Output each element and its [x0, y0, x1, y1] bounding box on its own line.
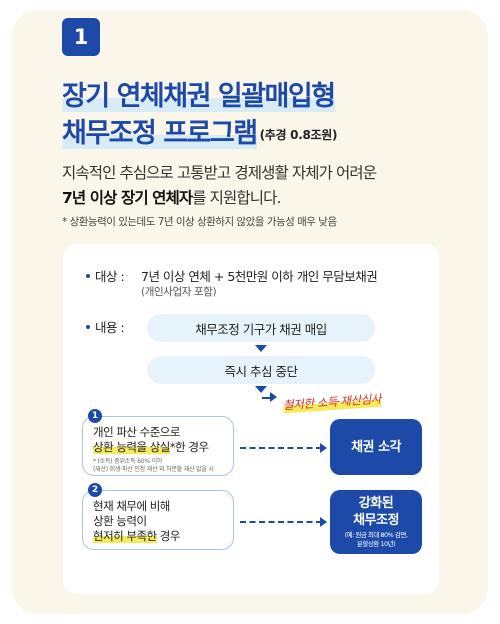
case-1-dashed-connector — [240, 447, 322, 449]
description-line-1: 지속적인 추심으로 고통받고 경제생활 자체가 어려운 — [62, 164, 377, 182]
case-1-line-1: 개인 파산 수준으로 — [93, 425, 180, 439]
result-2-sub-1: (예: 원금 최대 80% 감면, — [344, 531, 408, 539]
target-label: 대상 : — [95, 269, 125, 284]
case-1-fine-1: * (소득) 중위소득 60% 이하 — [93, 458, 163, 465]
bullet-target — [86, 274, 90, 278]
arrow-right-small-icon — [270, 392, 277, 402]
title-budget: (추경 0.8조원) — [259, 128, 338, 142]
section-number-badge: 1 — [62, 18, 100, 56]
step-stop-collection-pill: 즉시 추심 중단 — [147, 356, 375, 384]
arrow-right-icon-2 — [320, 517, 327, 527]
description-rest: 를 지원합니다. — [192, 189, 281, 207]
case-2-line-3: 현저히 부족한 경우 — [93, 529, 223, 544]
note-connector — [262, 397, 272, 399]
bullet-content — [86, 325, 90, 329]
case-2-box: 현재 채무에 비해 상환 능력이 현저히 부족한 경우 — [82, 490, 234, 550]
title-line-2-text: 채무조정 프로그램 — [62, 118, 258, 149]
case-2-highlight: 현저히 부족한 — [93, 529, 157, 543]
case-1-fine-2: (재산) 회생·파산 인정 재산 외 처분할 재산 없을 시 — [93, 466, 214, 473]
content-label: 내용 : — [95, 320, 125, 335]
case-2-line-1: 현재 채무에 비해 — [93, 499, 170, 513]
title-line-1-text: 장기 연체채권 일괄매입형 — [62, 81, 336, 112]
case-2-line-2: 상환 능력이 — [93, 514, 147, 528]
description-bold: 7년 이상 장기 연체자 — [62, 189, 193, 207]
case-2-rest: 경우 — [156, 529, 181, 543]
case-1-number-badge: 1 — [88, 409, 102, 423]
result-debt-cancellation: 채권 소각 — [330, 419, 422, 475]
case-1-highlight: 상환 능력을 상실 — [93, 440, 170, 454]
step-purchase-pill: 채무조정 기구가 채권 매입 — [147, 314, 375, 342]
title-line-1: 장기 연체채권 일괄매입형 — [62, 74, 336, 113]
case-1-box: 개인 파산 수준으로 상환 능력을 상실*한 경우 * (소득) 중위소득 60… — [82, 416, 234, 476]
title-line-2: 채무조정 프로그램(추경 0.8조원) — [62, 111, 338, 150]
case-2-dashed-connector — [240, 521, 322, 523]
arrow-right-icon-1 — [320, 443, 327, 453]
target-text: 7년 이상 연체 + 5천만원 이하 개인 무담보채권 — [141, 269, 378, 284]
description-line-2: 7년 이상 장기 연체자를 지원합니다. — [62, 186, 281, 208]
footnote: * 상환능력이 있는데도 7년 이상 상환하지 않았을 가능성 매우 낮음 — [62, 216, 337, 228]
result-2-line-1: 강화된 — [358, 496, 394, 511]
result-enhanced-adjustment: 강화된 채무조정 (예: 원금 최대 80% 감면, 분할상환 10년) — [330, 490, 422, 554]
arrow-down-icon-2 — [255, 386, 267, 393]
result-2-sub-2: 분할상환 10년) — [356, 540, 396, 548]
target-sub: (개인사업자 포함) — [141, 286, 217, 298]
case-1-line-2: 상환 능력을 상실*한 경우 — [93, 440, 223, 455]
result-1-label: 채권 소각 — [351, 439, 401, 455]
case-1-rest: *한 경우 — [169, 440, 209, 454]
result-2-line-2: 채무조정 — [353, 513, 399, 528]
case-2-number-badge: 2 — [88, 483, 102, 497]
arrow-down-icon — [255, 345, 267, 352]
